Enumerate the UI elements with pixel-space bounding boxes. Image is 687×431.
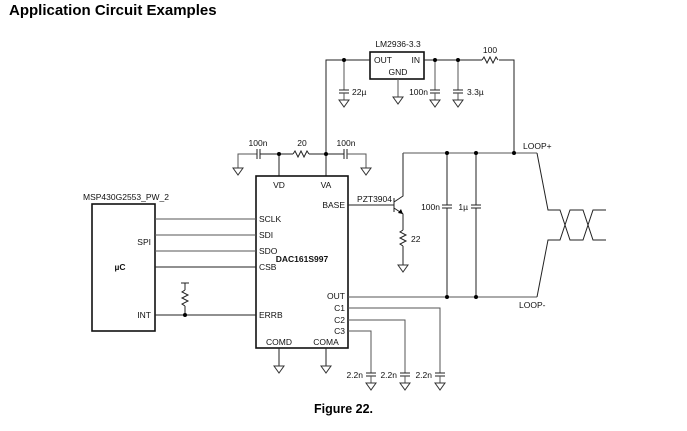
emitter-arrow-icon [398,209,403,214]
mcu-pin-int: INT [137,310,151,320]
ground-icon [232,167,244,176]
regulator-part-label: LM2936-3.3 [375,39,421,49]
transistor-collector [393,153,404,203]
ground-icon [273,365,285,374]
regulator-box [369,51,425,80]
resistor-20-label: 20 [297,138,307,148]
junction-dot [445,151,449,155]
junction-dot [342,58,346,62]
junction-dot [183,313,187,317]
dac-pin-sdo: SDO [259,246,278,256]
ground-icon [434,382,446,391]
dac-pin-csb: CSB [259,262,277,272]
dac161s997: DAC161S997 VD VA BASE SCLK SDI SDO CSB E… [255,175,349,366]
twisted-pair-wire-b [536,209,606,298]
transistor-pzt3904: PZT3904 22 [348,153,421,265]
dac-pin-c2: C2 [334,315,345,325]
regulator-wires: 100 22µ 100n 3.3µ [325,45,515,154]
section-title: Application Circuit Examples [9,2,217,19]
ground-icon [338,99,350,108]
dac-pin-coma: COMA [313,337,339,347]
junction-dot [324,152,328,156]
cap-3u3-label: 3.3µ [467,87,484,97]
dac-pin-base: BASE [322,200,345,210]
regulator-pin-in: IN [412,55,421,65]
loop-minus-label: LOOP- [519,300,546,310]
mcu-part-label: MSP430G2553_PW_2 [83,192,169,202]
mcu-label: µC [114,262,125,272]
dac-pin-vd: VD [273,180,285,190]
figure-caption: Figure 22. [313,402,374,416]
mcu-pin-spi: SPI [137,237,151,247]
cap-c3-label: 2.2n [346,370,363,380]
loop-network: 100n 1µ LOOP+ LOOP- [348,141,606,310]
resistor-pullup [180,289,190,307]
cap-22u-label: 22µ [352,87,366,97]
dac-pin-comd: COMD [266,337,292,347]
filter-caps: 2.2n 2.2n 2.2n [346,307,445,383]
junction-dot [474,295,478,299]
transistor-part-label: PZT3904 [357,194,392,204]
ground-icon [320,365,332,374]
cap-100n-in-label: 100n [409,87,428,97]
ground-icon [360,167,372,176]
dac-pin-c1: C1 [334,303,345,313]
resistor-22-label: 22 [411,234,421,244]
junction-dot [456,58,460,62]
regulator-pin-out: OUT [374,55,392,65]
ground-icon [399,382,411,391]
dac-part-label: DAC161S997 [276,254,329,264]
cap-c2-label: 2.2n [380,370,397,380]
junction-dot [433,58,437,62]
resistor-22 [398,229,408,247]
junction-dot [445,295,449,299]
mcu-box [91,203,156,332]
wire-va-to-reg-out [325,59,370,154]
ground-icon [429,99,441,108]
cap-va-label: 100n [337,138,356,148]
ground-icon [397,264,409,273]
wire-r100-to-loop [499,59,515,154]
dac-box [255,175,349,349]
dac-pin-out: OUT [327,291,345,301]
ground-icon [365,382,377,391]
wire-c1 [348,307,441,373]
regulator-pin-gnd: GND [389,67,408,77]
cap-c1-label: 2.2n [415,370,432,380]
mcu-msp430: MSP430G2553_PW_2 µC SPI INT [83,192,169,332]
resistor-20 [292,149,310,159]
loop-plus-label: LOOP+ [523,141,552,151]
junction-dot [277,152,281,156]
spi-bus [155,218,256,317]
dac-pin-sdi: SDI [259,230,273,240]
dac-pin-c3: C3 [334,326,345,336]
dac-pin-sclk: SCLK [259,214,282,224]
wire-vd-cap-gnd [237,153,257,168]
wire-c3 [348,330,372,373]
ground-icon [452,99,464,108]
ground-icon [392,96,404,105]
cap-loop-1u-label: 1µ [458,202,468,212]
supply-network: 100n 20 100n [237,138,367,176]
ground-symbols [232,96,464,391]
regulator-lm2936: LM2936-3.3 OUT IN GND [369,39,425,80]
cap-loop-100n-label: 100n [421,202,440,212]
dac-pin-errb: ERRB [259,310,283,320]
resistor-100 [481,55,499,65]
wire-c2 [348,319,406,373]
dac-pin-va: VA [321,180,332,190]
junction-dot [474,151,478,155]
twisted-pair-wire-a [536,152,606,241]
resistor-100-label: 100 [483,45,497,55]
junction-dot [512,151,516,155]
cap-vd-label: 100n [249,138,268,148]
wire-va-cap-gnd [347,153,367,168]
